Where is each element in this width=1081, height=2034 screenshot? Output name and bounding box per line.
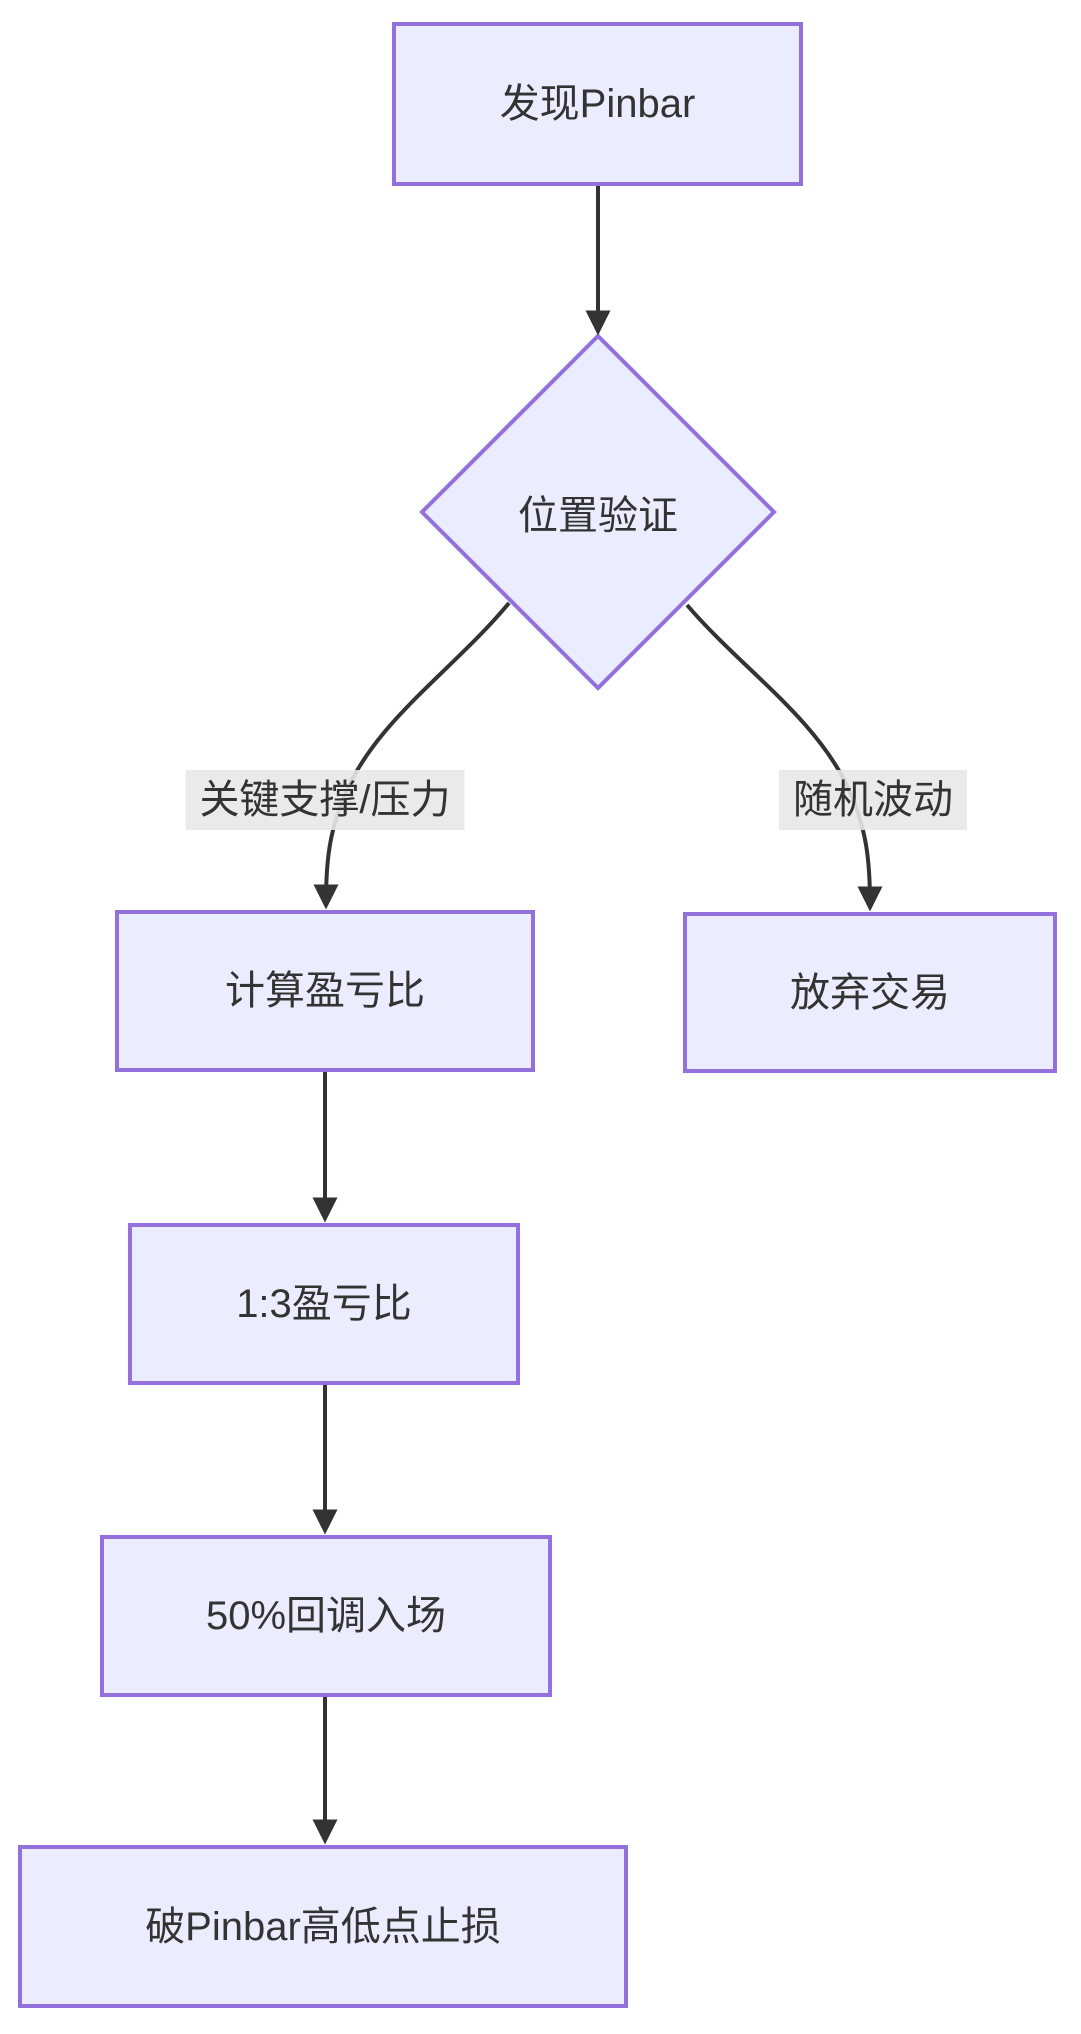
edge-label-text: 关键支撑/压力 [199,778,451,822]
node-50-retrace-entry: 50%回调入场 [100,1535,552,1697]
node-calc-risk-reward: 计算盈亏比 [115,910,535,1072]
node-1-3-ratio: 1:3盈亏比 [128,1223,520,1385]
node-label: 破Pinbar高低点止损 [145,1904,501,1949]
node-label: 50%回调入场 [205,1594,447,1638]
node-label: 1:3盈亏比 [236,1282,412,1326]
edge-verify-to-abandon [685,603,883,912]
edge-label-random-fluctuation: 随机波动 [779,770,967,830]
edge-verify-to-calc [313,601,511,910]
node-label: 发现Pinbar [499,82,696,126]
node-label: 放弃交易 [790,970,950,1015]
decision-diamond-shape [419,333,777,691]
node-label: 计算盈亏比 [225,969,425,1013]
node-abandon-trade: 放弃交易 [683,912,1057,1073]
edge-label-key-support-resistance: 关键支撑/压力 [185,770,465,830]
edge-label-text: 随机波动 [793,778,953,822]
node-discover-pinbar: 发现Pinbar [392,22,803,186]
node-pinbar-stoploss: 破Pinbar高低点止损 [18,1845,628,2008]
